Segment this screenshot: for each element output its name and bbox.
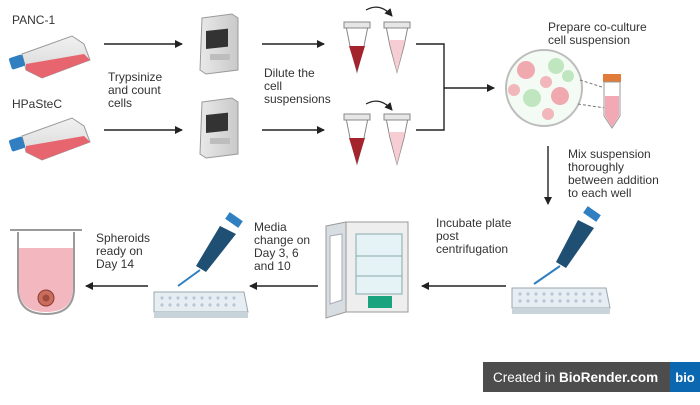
conical-tube-icon — [603, 74, 621, 129]
tubes-row1-icon — [343, 6, 411, 74]
badge-prefix: Created in — [493, 369, 560, 385]
badge-text: Created in BioRender.com — [483, 370, 658, 385]
tubes-row2-icon — [343, 100, 411, 166]
flask-panc1-icon — [9, 35, 91, 79]
flask-hpastec-icon — [9, 117, 91, 161]
cell-counter-icon — [199, 97, 239, 159]
multichannel-pipette-icon — [177, 212, 243, 287]
multichannel-pipette-icon — [533, 206, 601, 285]
spheroid-well-icon — [10, 229, 82, 316]
hpastec-label: HPaSteC — [12, 97, 63, 111]
merge-bracket — [416, 43, 495, 131]
biorender-logo-icon: bio — [670, 362, 700, 392]
incubator-icon — [325, 221, 409, 319]
badge-brand: BioRender.com — [559, 369, 659, 385]
panc1-label: PANC-1 — [12, 13, 56, 27]
well-plate-icon — [153, 291, 249, 318]
well-plate-icon — [511, 287, 611, 314]
co-culture-magnifier-icon — [505, 49, 606, 127]
biorender-badge[interactable]: Created in BioRender.com bio — [483, 362, 700, 392]
cell-counter-icon — [199, 13, 239, 75]
